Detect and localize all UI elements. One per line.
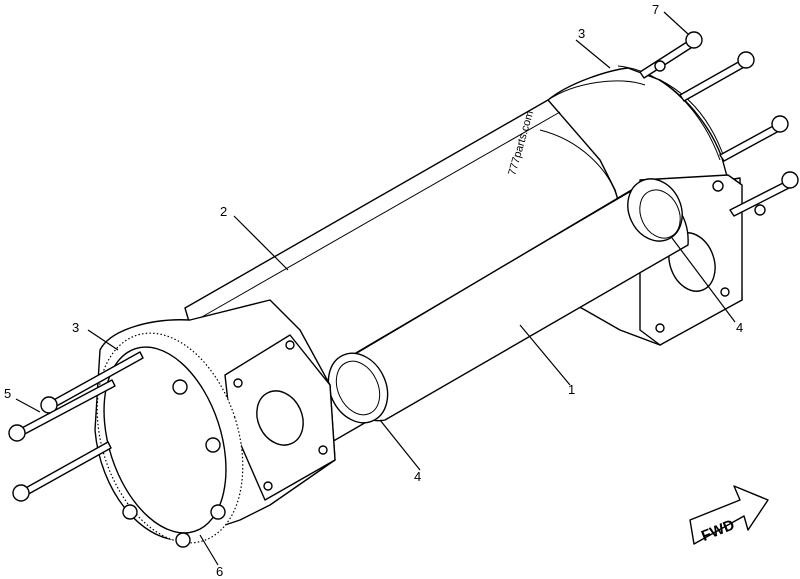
- callout-2: 2: [220, 204, 227, 219]
- callout-4-front: 4: [414, 469, 421, 484]
- callout-1: 1: [568, 382, 575, 397]
- callout-3-front: 3: [72, 320, 79, 335]
- callout-4-rear: 4: [736, 320, 743, 335]
- front-tie-bolts: [8, 351, 144, 502]
- callout-6: 6: [216, 564, 223, 579]
- callouts: 1 2 3 3 4 4 5 6 7: [4, 2, 743, 579]
- front-end-housing: [94, 299, 336, 548]
- rear-tie-bolts: [639, 31, 799, 217]
- callout-5: 5: [4, 386, 11, 401]
- callout-7: 7: [652, 2, 659, 17]
- callout-3-rear: 3: [578, 26, 585, 41]
- fwd-arrow: FWD: [689, 485, 769, 545]
- rear-flange-rim: [617, 65, 721, 161]
- leader-lines: [15, 11, 736, 566]
- cylinder-rod: [327, 178, 689, 424]
